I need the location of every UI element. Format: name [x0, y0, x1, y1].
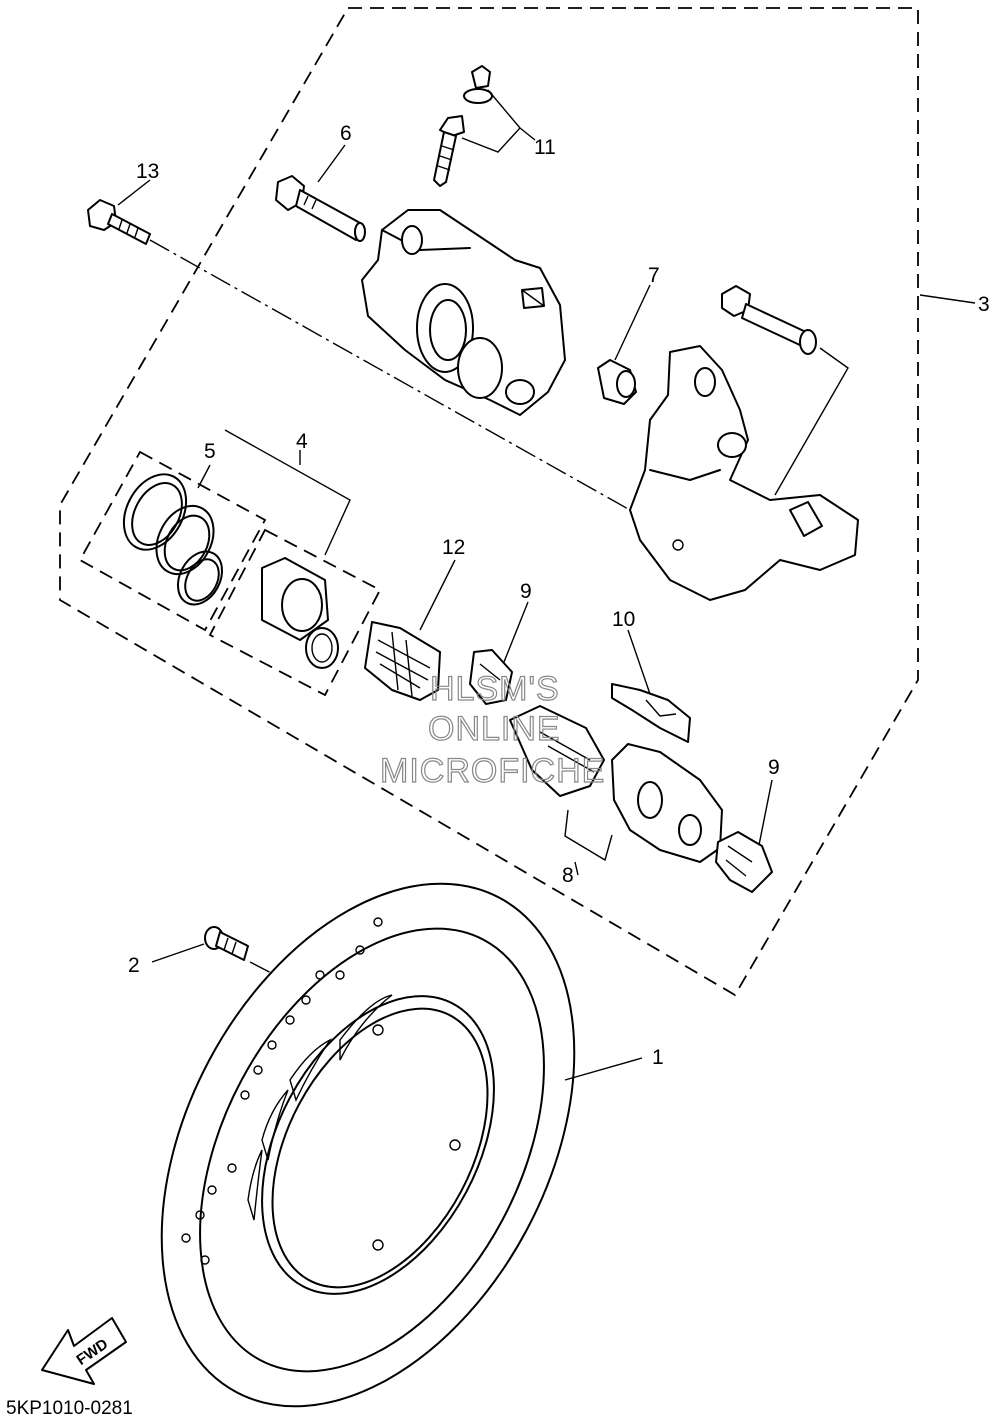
part-4-pistons[interactable] [261, 557, 339, 669]
callout-7: 7 [648, 264, 660, 287]
callout-2: 2 [128, 954, 140, 977]
callout-3: 3 [978, 293, 990, 316]
part-5-group-box [78, 450, 267, 632]
part-1-brake-disc[interactable] [78, 813, 659, 1422]
fwd-arrow-icon: FWD [41, 1317, 127, 1385]
leader-9b [757, 779, 773, 851]
callout-12: 12 [442, 536, 465, 559]
part-11-bleed-screw[interactable] [433, 65, 493, 187]
callout-5: 5 [204, 440, 216, 463]
leader-1 [564, 1057, 643, 1081]
part-7-boot[interactable] [597, 359, 637, 405]
watermark-line-2: ONLINE [428, 710, 561, 748]
part-12-shim[interactable] [364, 621, 441, 701]
leader-10 [627, 629, 651, 695]
caliper-bracket[interactable] [629, 345, 859, 601]
callout-8: 8 [562, 864, 574, 887]
watermark-line-3: MICROFICHE [380, 752, 605, 790]
leader-13 [117, 179, 151, 206]
callout-4: 4 [296, 430, 308, 453]
callout-11: 11 [534, 136, 556, 159]
part-5-seals[interactable] [111, 464, 230, 613]
callout-1: 1 [652, 1046, 664, 1069]
leader-3 [919, 294, 976, 304]
part-13-bolt[interactable] [87, 199, 151, 245]
part-2-disc-bolt[interactable] [204, 926, 249, 961]
part-8-brake-pads[interactable] [509, 705, 723, 863]
callout-9-lower: 9 [768, 756, 780, 779]
callout-13: 13 [136, 160, 159, 183]
callout-10: 10 [612, 608, 635, 631]
callout-6: 6 [340, 122, 352, 145]
caliper-body[interactable] [361, 209, 566, 416]
part-4-group-box [208, 528, 382, 697]
bracket-pin[interactable] [721, 285, 817, 355]
callout-9-upper: 9 [520, 580, 532, 603]
part-6-pin-bolt[interactable] [275, 175, 366, 242]
bracket-pin-line [774, 347, 849, 496]
leader-9a [499, 601, 529, 673]
leader-12 [419, 559, 456, 631]
leader-4 [224, 429, 351, 556]
part-9-clip-upper[interactable] [469, 649, 513, 705]
leader-2 [151, 943, 205, 963]
leader-11 [461, 89, 536, 153]
watermark-line-1: HLSM'S [430, 670, 560, 708]
bolt-axis-line [149, 239, 631, 511]
part-9-clip-lower[interactable] [715, 831, 773, 893]
leader-5 [197, 464, 211, 489]
leader-6 [317, 144, 346, 183]
caliper-assembly-boundary [59, 7, 919, 997]
part-10-retainer[interactable] [611, 683, 691, 743]
leader-8 [564, 809, 613, 876]
diagram-code: 5KP1010-0281 [6, 1398, 133, 1419]
leader-7 [614, 284, 651, 361]
